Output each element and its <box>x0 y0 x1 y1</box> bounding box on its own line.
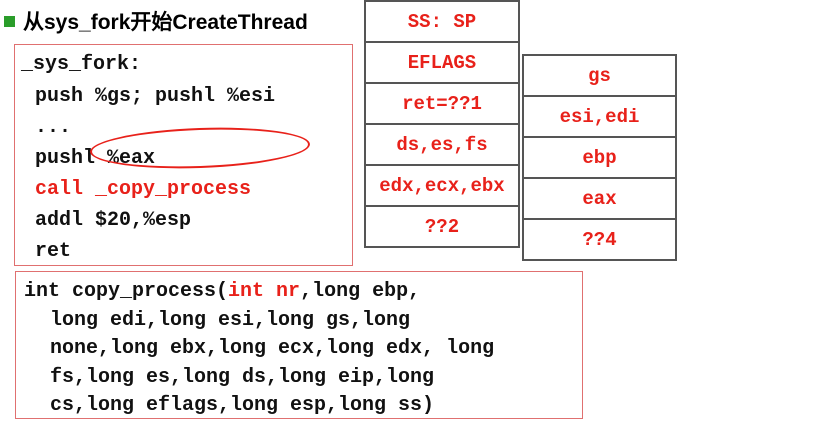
stack-cell-ebp: ebp <box>522 136 677 179</box>
copy-process-signature-box: int copy_process(int nr,long ebp, long e… <box>15 271 583 419</box>
code-line-pushl-eax: pushl %eax <box>35 147 156 170</box>
code-line-ret: ret <box>35 240 72 263</box>
code-line-addl: addl $20,%esp <box>35 209 192 232</box>
stack-cell-eax: eax <box>522 177 677 220</box>
stack-cell-esi-edi: esi,edi <box>522 95 677 138</box>
code-line-call: call _copy_process <box>35 180 251 200</box>
code-label-sys-fork: _sys_fork: <box>21 53 142 76</box>
call-target: _copy_process <box>95 178 252 201</box>
code-line-ellipsis: ... <box>35 116 72 139</box>
signature-line-5: cs,long eflags,long esp,long ss) <box>50 394 435 417</box>
bullet-square-icon <box>4 15 15 27</box>
stack-cell-ret-1: ret=??1 <box>364 82 520 125</box>
signature-line-2: long edi,long esi,long gs,long <box>50 309 411 332</box>
stack-cell-gs: gs <box>522 54 677 97</box>
stack-cell-edx-ecx-ebx: edx,ecx,ebx <box>364 164 520 207</box>
signature-line-1: int copy_process(int nr,long ebp, <box>24 282 420 302</box>
signature-param-ebp: ,long ebp, <box>300 280 421 303</box>
code-line-push: push %gs; pushl %esi <box>35 85 276 108</box>
slide-title: 从sys_fork开始CreateThread <box>4 6 308 36</box>
signature-param-nr: int nr <box>228 280 301 303</box>
stack-cell-q4: ??4 <box>522 218 677 261</box>
call-keyword: call <box>35 178 84 201</box>
signature-line-4: fs,long es,long ds,long eip,long <box>50 366 435 389</box>
slide-title-text: 从sys_fork开始CreateThread <box>23 11 308 34</box>
stack-cell-ds-es-fs: ds,es,fs <box>364 123 520 166</box>
stack-cell-q2: ??2 <box>364 205 520 248</box>
signature-func-name: int copy_process( <box>24 280 229 303</box>
sys-fork-code-box: _sys_fork: push %gs; pushl %esi ... push… <box>14 44 353 266</box>
stack-cell-eflags: EFLAGS <box>364 41 520 84</box>
stack-cell-ss-sp: SS: SP <box>364 0 520 43</box>
signature-line-3: none,long ebx,long ecx,long edx, long <box>50 337 495 360</box>
